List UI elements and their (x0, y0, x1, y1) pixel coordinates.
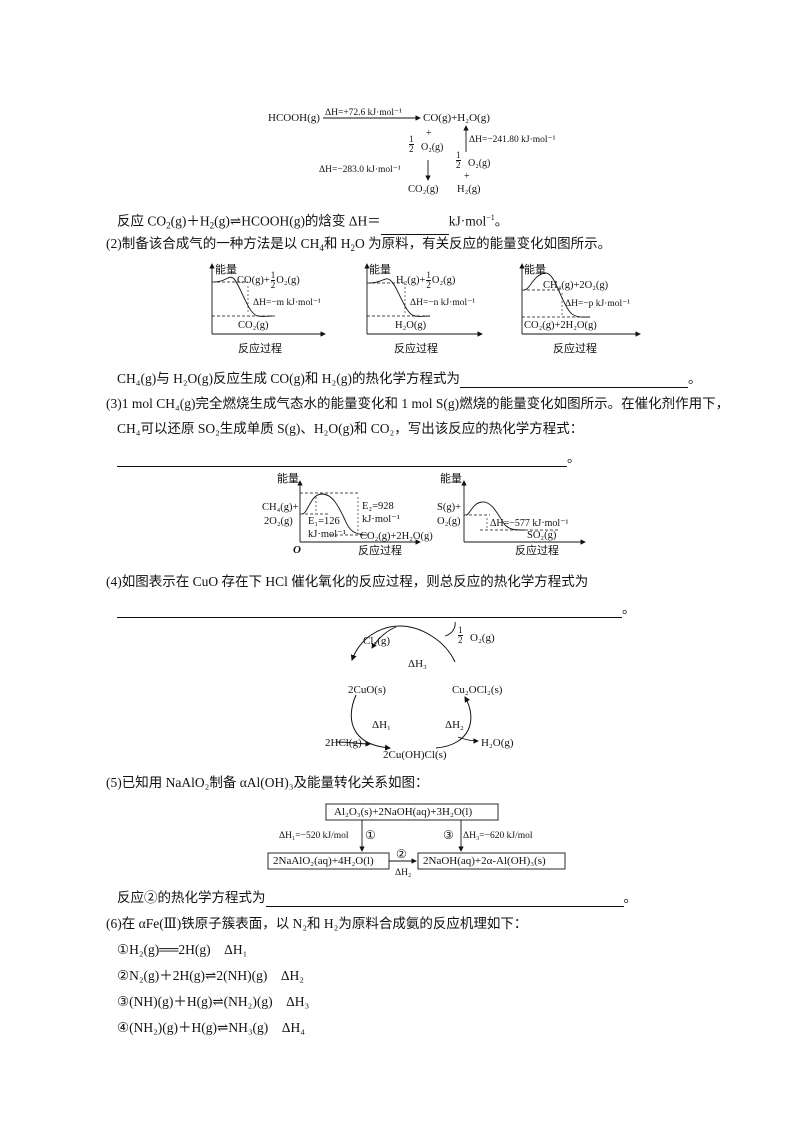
ch4-energy: 能量 (277, 473, 299, 485)
q4-answer-row: 。 (117, 597, 636, 618)
q4-answer-blank (117, 603, 622, 618)
circle-3: ③ (443, 828, 454, 842)
q2-ask: CH₄(g)与 H₂O(g)反应生成 CO(g)和 H₂(g)的热化学方程式为。 (117, 371, 702, 388)
c1-energy: 能量 (215, 264, 237, 276)
c1-bottom: CO₂(g) (238, 320, 269, 331)
circle-2: ② (396, 847, 407, 861)
hcooh-label: HCOOH(g) (268, 112, 320, 124)
c2-dh: ΔH=−n kJ·mol⁻¹ (410, 298, 476, 308)
circle-1: ① (365, 828, 376, 842)
cuo-label: 2CuO(s) (348, 684, 386, 696)
hcooh-arrows (323, 115, 469, 181)
dh2-cycle: ΔH₂ (445, 719, 464, 731)
s-dh: ΔH=−577 kJ·mol⁻¹ (490, 518, 569, 529)
c2-process: 反应过程 (394, 343, 438, 355)
box-top-label: Al₂O₃(s)+2NaOH(aq)+3H₂O(l) (334, 806, 473, 818)
h2o-cycle-label: H₂O(g) (481, 737, 514, 749)
plus-2: + (464, 171, 470, 182)
box-right-label: 2NaOH(aq)+2α-Al(OH)₃(s) (423, 855, 546, 867)
so2-product: SO₂(g) (527, 530, 557, 541)
q3-line1: (3)1 mol CH₄(g)完全燃烧生成气态水的能量变化和 1 mol S(g… (106, 396, 730, 411)
q2-answer-blank (459, 387, 688, 388)
q6-step-4: ④(NH₂)(g)＋H(g)⇌NH₃(g) ΔH₄ (117, 1020, 305, 1035)
q6-step-3: ③(NH)(g)＋H(g)⇌(NH₂)(g) ΔH₃ (117, 994, 310, 1009)
dh3-box: ΔH₃=−620 kJ/mol (463, 831, 533, 841)
q2-text: (2)制备该合成气的一种方法是以 CH4和 H2O 为原料，有关反应的能量变化如… (106, 236, 612, 253)
o2-cycle-label: O₂(g) (470, 632, 495, 644)
o2-label-1: O₂(g) (421, 142, 444, 153)
q6-step-1: ①H₂(g)══2H(g) ΔH₁ (117, 942, 248, 957)
origin-label: O (293, 544, 301, 556)
ch4-reactant: CH₄(g)+ (262, 502, 299, 513)
e1-unit: kJ·mol⁻¹ (308, 529, 346, 540)
c3-energy: 能量 (524, 264, 546, 276)
o2x2-reactant: 2O₂(g) (264, 516, 293, 527)
c3-top: CH₄(g)+2O₂(g) (543, 280, 609, 291)
q5-text: (5)已知用 NaAlO₂制备 αAl(OH)₃及能量转化关系如图： (106, 775, 429, 790)
cu2ocl2-label: Cu₂OCl₂(s) (452, 684, 503, 696)
e2-unit: kJ·mol⁻¹ (362, 514, 400, 525)
s-o2-reactant: O₂(g) (437, 516, 461, 527)
q6-step-2: ②N₂(g)＋2H(g)⇌2(NH)(g) ΔH₂ (117, 968, 304, 983)
q3-answer-blank (117, 452, 567, 467)
h2-label: H₂(g) (457, 184, 481, 195)
c1-dh: ΔH=−m kJ·mol⁻¹ (253, 298, 321, 308)
q4-text: (4)如图表示在 CuO 存在下 HCl 催化氧化的反应过程，则总反应的热化学方… (106, 574, 589, 589)
cuohcl-label: 2Cu(OH)Cl(s) (383, 749, 447, 761)
o2-label-2: O₂(g) (468, 158, 491, 169)
dh3-label: ΔH=−241.80 kJ·mol⁻¹ (469, 135, 556, 145)
q3-answer-row: 。 (117, 446, 581, 467)
cl2-label: Cl₂(g) (363, 635, 391, 647)
dh3-cycle: ΔH₃ (408, 658, 427, 670)
dh1-cycle: ΔH₁ (372, 719, 391, 731)
c2-bottom: H₂O(g) (395, 320, 427, 331)
ch4-product: CO₂(g)+2H₂O(g) (360, 531, 433, 542)
s-energy: 能量 (440, 473, 462, 485)
co-h2o-label: CO(g)+H₂O(g) (423, 112, 490, 124)
s-process: 反应过程 (515, 545, 559, 557)
s-reactant: S(g)+ (437, 502, 462, 513)
e1-label: E₁=126 (308, 516, 340, 527)
q5-answer-blank (265, 906, 624, 907)
dh2-label: ΔH=−283.0 kJ·mol⁻¹ (319, 165, 401, 175)
e2-label: E₂=928 (362, 501, 394, 512)
dh1-box: ΔH₁=−520 kJ/mol (279, 831, 349, 841)
dh2-box: ΔH₂ (395, 868, 412, 878)
q1-line: 反应 CO2(g)＋H2(g)⇌HCOOH(g)的焓变 ΔH＝kJ·mol−1。 (117, 209, 508, 235)
c1-process: 反应过程 (238, 343, 282, 355)
c3-process: 反应过程 (553, 343, 597, 355)
q6-text: (6)在 αFe(Ⅲ)铁原子簇表面，以 N₂和 H₂为原料合成氨的反应机理如下： (106, 916, 528, 931)
q1-answer-blank (380, 233, 449, 235)
q3-line2: CH₄可以还原 SO₂生成单质 S(g)、H₂O(g)和 CO₂，写出该反应的热… (117, 421, 584, 436)
box-left-label: 2NaAlO₂(aq)+4H₂O(l) (273, 855, 374, 867)
co2-label: CO₂(g) (408, 184, 439, 195)
ch4-process: 反应过程 (358, 545, 402, 557)
c3-dh: ΔH=−p kJ·mol⁻¹ (565, 299, 631, 309)
c3-bottom: CO₂(g)+2H₂O(g) (524, 320, 597, 331)
dh1-label: ΔH=+72.6 kJ·mol⁻¹ (325, 108, 402, 118)
plus-1: + (426, 128, 432, 139)
hcl-label: 2HCl(g) (325, 737, 362, 749)
q5-ask: 反应②的热化学方程式为。 (117, 890, 637, 907)
c2-energy: 能量 (369, 264, 391, 276)
